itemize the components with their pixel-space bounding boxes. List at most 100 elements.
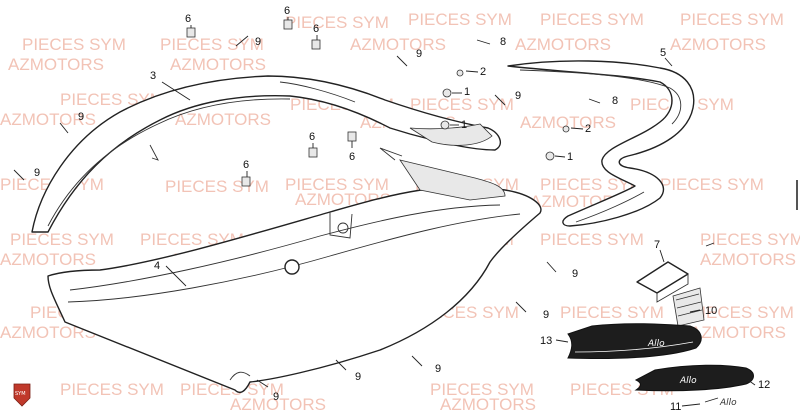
- callout-label: 13: [540, 335, 552, 347]
- emblem-loose-part-11: Allo: [704, 397, 737, 408]
- callout-label: 6: [349, 151, 355, 163]
- callout-label: 2: [585, 123, 591, 135]
- side-cover-upper-part-3: [31, 75, 502, 233]
- watermark-text: PIECES SYM: [165, 177, 269, 196]
- callout-label: 9: [34, 167, 40, 179]
- washer-part-2: [456, 69, 464, 77]
- callout-label: 6: [243, 159, 249, 171]
- watermark-text: PIECES SYM: [540, 10, 644, 29]
- watermark-text: PIECES SYM: [690, 303, 794, 322]
- nut-part-1: [440, 120, 450, 130]
- callout-label: 5: [660, 47, 666, 59]
- watermark-text: PIECES SYM: [560, 303, 664, 322]
- watermark-text: PIECES SYM: [408, 10, 512, 29]
- callout-label: 9: [255, 36, 261, 48]
- reflector-bracket-part-7: [636, 261, 689, 303]
- nut-part-1: [442, 88, 452, 98]
- watermark-text: PIECES SYM: [10, 230, 114, 249]
- watermark-text: AZMOTORS: [170, 55, 266, 74]
- hardware: [440, 39, 601, 161]
- bolt-part-8: [588, 98, 601, 104]
- clip-part-6: [308, 147, 318, 158]
- callout-label: 9: [273, 391, 279, 403]
- watermark-text: AZMOTORS: [230, 395, 326, 414]
- watermark-text: PIECES SYM: [430, 380, 534, 399]
- clip-part-6: [347, 131, 357, 142]
- callout-label: 9: [355, 371, 361, 383]
- screw-part-9: [235, 35, 249, 47]
- watermark-text: AZMOTORS: [0, 250, 96, 269]
- watermark-text: PIECES SYM: [660, 175, 764, 194]
- watermark-text: PIECES SYM: [285, 13, 389, 32]
- bolt-part-8: [476, 39, 491, 45]
- watermark-text: PIECES SYM: [680, 10, 784, 29]
- clip-part-6: [311, 39, 321, 50]
- small-screw: [705, 242, 715, 247]
- callout-label: 1: [567, 151, 573, 163]
- watermark-text: AZMOTORS: [0, 110, 96, 129]
- emblem-upper-part-13: Allo: [567, 323, 702, 360]
- watermark-text: PIECES SYM: [285, 175, 389, 194]
- callout-label: 6: [185, 13, 191, 25]
- callout-label: 9: [78, 111, 84, 123]
- watermark-text: PIECES SYM: [540, 175, 644, 194]
- callout-label: 7: [654, 239, 660, 251]
- reflector-part-10: [672, 287, 705, 327]
- screw-part-9: [335, 359, 347, 371]
- screw-part-9: [494, 94, 506, 106]
- callout-label: 6: [309, 131, 315, 143]
- callout-label: 2: [480, 66, 486, 78]
- screw-part-9: [59, 122, 69, 134]
- watermark-text: AZMOTORS: [670, 35, 766, 54]
- watermark-text: AZMOTORS: [700, 250, 796, 269]
- callout-label: 6: [284, 5, 290, 17]
- callout-label: 1: [461, 119, 467, 131]
- screw-part-9: [13, 169, 25, 181]
- callout-label: 9: [435, 363, 441, 375]
- emblem-text: Allo: [647, 339, 665, 349]
- screw-part-9: [411, 355, 423, 367]
- washer-part-2: [562, 125, 570, 133]
- screw-part-9: [546, 261, 557, 273]
- callout-label: 1: [464, 86, 470, 98]
- watermark-text: AZMOTORS: [515, 35, 611, 54]
- leader-lines: [161, 17, 756, 407]
- logo-text: SYM: [15, 391, 26, 397]
- grommet-hole: [284, 259, 300, 275]
- callout-label: 9: [515, 90, 521, 102]
- callout-label: 6: [313, 23, 319, 35]
- watermark-text: AZMOTORS: [520, 113, 616, 132]
- watermark-text: PIECES SYM: [22, 35, 126, 54]
- watermark-text: AZMOTORS: [690, 323, 786, 342]
- callout-label: 4: [154, 260, 160, 272]
- callout-label: 11: [670, 401, 681, 413]
- callout-label: 8: [612, 95, 618, 107]
- callout-label: 8: [500, 36, 506, 48]
- callout-label: 9: [572, 268, 578, 280]
- sym-logo: SYM: [13, 383, 31, 407]
- clip-part-6: [186, 27, 196, 38]
- clip-fasteners: [186, 19, 357, 187]
- clip-part-6: [283, 19, 293, 30]
- watermark-text: PIECES SYM: [700, 230, 800, 249]
- watermark-text: AZMOTORS: [8, 55, 104, 74]
- emblem-text: Allo: [719, 398, 737, 408]
- watermark-text: PIECES SYM: [160, 35, 264, 54]
- emblem-text: Allo: [679, 376, 697, 386]
- watermark-text: AZMOTORS: [350, 35, 446, 54]
- nut-part-1: [545, 151, 555, 161]
- watermark-text: PIECES SYM: [60, 380, 164, 399]
- watermark-text: AZMOTORS: [175, 110, 271, 129]
- callout-label: 10: [705, 305, 717, 317]
- screw-part-9: [515, 301, 527, 313]
- screw-part-9: [256, 379, 269, 388]
- screw-fasteners: [13, 35, 557, 388]
- watermark-text: AZMOTORS: [0, 323, 96, 342]
- callout-label: 9: [543, 309, 549, 321]
- body-cover-lower-part-4: [47, 147, 542, 394]
- screw-part-9: [396, 55, 408, 67]
- callout-label: 3: [150, 70, 156, 82]
- side-rail-part-5: [507, 60, 695, 227]
